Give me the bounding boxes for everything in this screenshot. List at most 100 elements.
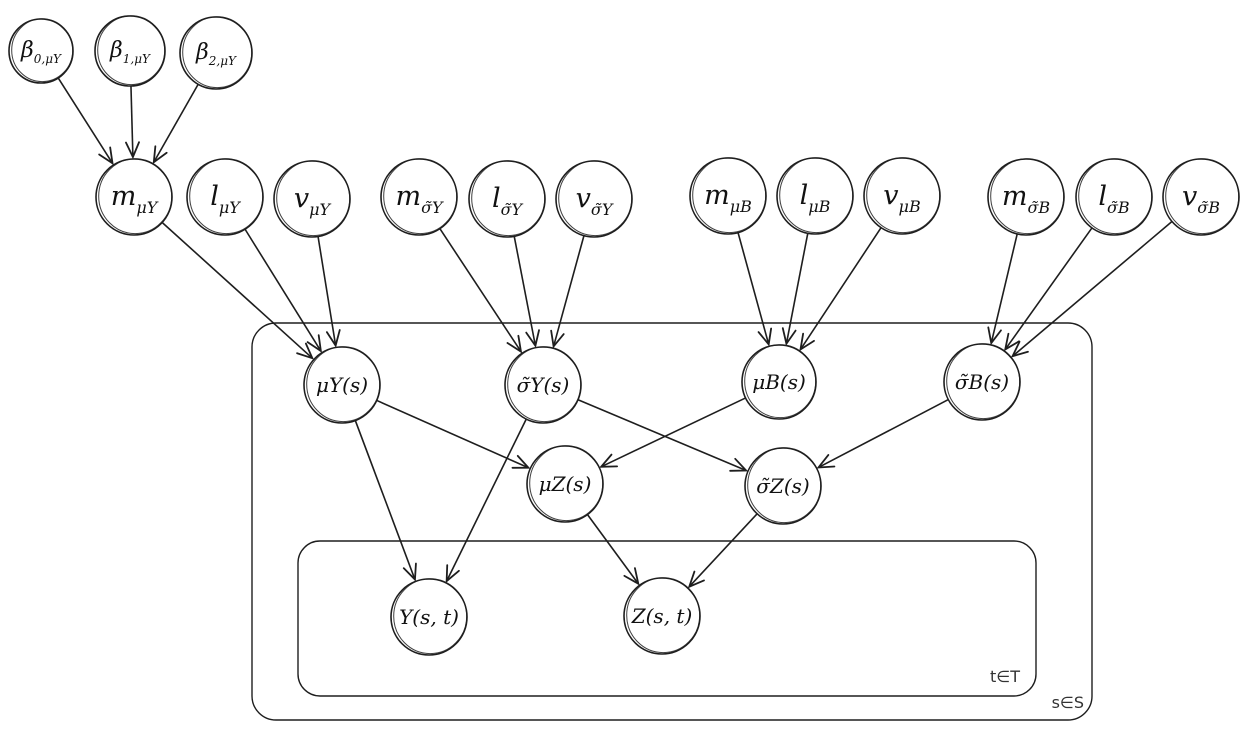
edge-line (799, 227, 882, 350)
edge-arrowhead (525, 329, 540, 348)
node-label: μY(s) (316, 373, 368, 397)
node-circle-sketch (946, 343, 1021, 420)
node-label: mσ̃B (1002, 181, 1051, 217)
node-label: σ̃Z(s) (756, 474, 809, 498)
node-circle-sketch (182, 16, 253, 89)
node-label: lμY (210, 181, 241, 217)
edge-line (161, 221, 313, 359)
edge-line (552, 235, 585, 347)
node-sY: σ̃Y(s) (504, 346, 582, 424)
edge-lsB-to-sB (1003, 227, 1093, 352)
node-vmuY: vμY (273, 160, 351, 238)
plate-S: s∈S (251, 322, 1093, 721)
node-msY: mσ̃Y (380, 158, 458, 236)
node-lsY: lσ̃Y (468, 160, 546, 238)
node-label: μB(s) (752, 370, 806, 394)
node-muB: μB(s) (741, 344, 817, 420)
edge-mmuB-to-muB (737, 232, 773, 347)
edge-line (513, 236, 537, 346)
node-circle-sketch (11, 18, 74, 83)
edge-line (354, 420, 416, 580)
edge-line (376, 399, 529, 469)
edge-line (1004, 227, 1093, 350)
edge-line (445, 418, 527, 582)
node-circle-sketch (306, 346, 381, 423)
plate-S-label: s∈S (1052, 693, 1084, 712)
edge-arrowhead (306, 334, 323, 353)
edge-line (130, 85, 134, 158)
node-muY: μY(s) (303, 346, 381, 424)
plates-layer: s∈S t∈T (251, 322, 1093, 721)
edge-arrowhead (125, 141, 140, 160)
edge-muB-to-muZ (599, 397, 746, 468)
edge-sB-to-sZ (816, 398, 949, 469)
node-sB: σ̃B(s) (943, 343, 1021, 421)
node-circle-sketch (1165, 158, 1240, 235)
edge-line (737, 232, 770, 345)
edge-arrowhead (816, 454, 836, 469)
edge-line (688, 513, 758, 588)
node-label: μZ(s) (539, 472, 592, 496)
edge-arrowhead (296, 342, 314, 360)
node-circle-sketch (276, 160, 351, 237)
node-circle-sketch (558, 160, 633, 237)
plate-T: t∈T (297, 540, 1037, 697)
node-msB: mσ̃B (987, 158, 1065, 236)
edge-arrowhead (98, 146, 114, 166)
node-label: β0,μY (20, 38, 62, 66)
node-label: vμB (883, 180, 921, 216)
edge-line (990, 233, 1018, 344)
node-Y: Y(s, t) (390, 578, 468, 656)
edge-arrowhead (506, 334, 523, 354)
node-circle-sketch (471, 160, 546, 237)
node-circle-sketch (990, 158, 1065, 235)
plate-T-label: t∈T (990, 667, 1020, 686)
edge-muZ-to-Z (586, 514, 640, 586)
edge-sY-to-Y (445, 418, 527, 584)
edge-arrowhead (445, 564, 460, 584)
edge-lmuY-to-muY (244, 228, 323, 353)
edge-b0-to-mmuY (57, 77, 114, 166)
node-label: σ̃B(s) (955, 370, 1009, 394)
node-mmuB: mμB (689, 157, 767, 235)
edge-arrowhead (623, 567, 640, 586)
edge-line (57, 77, 114, 164)
edge-mmuY-to-muY (161, 221, 314, 360)
edge-line (244, 228, 322, 352)
node-circle-sketch (692, 157, 767, 234)
edge-lsY-to-sY (513, 236, 540, 348)
node-sZ: σ̃Z(s) (744, 447, 822, 525)
edge-msY-to-sY (439, 228, 523, 354)
edge-muY-to-muZ (376, 399, 531, 469)
edge-arrowhead (729, 457, 749, 472)
node-lsB: lσ̃B (1075, 158, 1153, 236)
edge-arrowhead (987, 326, 1002, 346)
edge-arrowhead (1010, 340, 1029, 358)
edge-line (317, 236, 337, 346)
node-circle-sketch (779, 157, 854, 234)
node-circle-sketch (383, 158, 458, 235)
edge-line (785, 233, 809, 344)
node-circle-sketch (866, 157, 941, 234)
node-circle-sketch (529, 445, 604, 522)
edge-line (586, 514, 639, 585)
plate-S-frame (251, 322, 1093, 721)
node-label: vμY (294, 183, 332, 219)
node-circle-sketch (393, 578, 468, 655)
edge-line (600, 397, 746, 468)
node-circle-sketch (747, 447, 822, 524)
edge-arrowhead (599, 453, 619, 468)
node-lmuY: lμY (186, 158, 264, 236)
edge-arrowhead (511, 454, 531, 469)
node-vsY: vσ̃Y (555, 160, 633, 238)
node-label: vσ̃Y (576, 183, 614, 219)
edge-lmuB-to-muB (781, 233, 809, 346)
edge-arrowhead (799, 332, 815, 352)
edge-arrowhead (687, 570, 705, 589)
node-Z: Z(s, t) (623, 577, 701, 655)
node-circle-sketch (626, 577, 701, 654)
node-label: Y(s, t) (399, 605, 459, 629)
node-b0: β0,μY (8, 18, 74, 84)
